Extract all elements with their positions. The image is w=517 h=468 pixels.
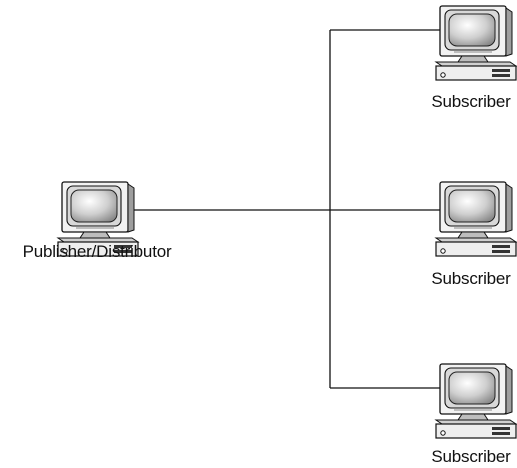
subscriber-1-label: Subscriber [431,92,511,111]
subscriber-3-label: Subscriber [431,447,511,466]
subscriber-3-computer-icon [435,363,517,439]
subscriber-2-label: Subscriber [431,269,511,288]
publisher-label: Publisher/Distributor [22,242,172,261]
subscriber-1-computer-icon [435,5,517,81]
subscriber-2-computer-icon [435,181,517,257]
